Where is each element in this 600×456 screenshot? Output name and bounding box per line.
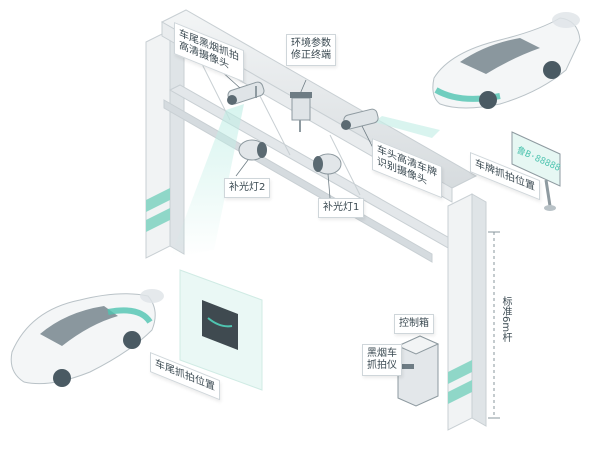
fill-light-2-label: 补光灯2: [224, 178, 270, 198]
smoke-device-label: 黑烟车 抓拍仪: [362, 344, 402, 376]
fill-light-2-icon: [239, 140, 267, 160]
pole-height-label: 标准6m杆: [498, 296, 513, 342]
env-sensor-label: 环境参数 修正终端: [286, 34, 336, 66]
right-pole: [448, 194, 486, 430]
plate-capture-car-icon: [433, 12, 580, 109]
left-pole: [146, 30, 184, 258]
fill-light-1-label: 补光灯1: [318, 198, 364, 218]
tail-capture-car-icon: [11, 289, 164, 387]
fill-light-1-icon: [313, 154, 341, 174]
control-box-label: 控制箱: [394, 314, 434, 334]
env-sensor-icon: [290, 92, 312, 132]
smoke-detector-box: [398, 336, 438, 406]
